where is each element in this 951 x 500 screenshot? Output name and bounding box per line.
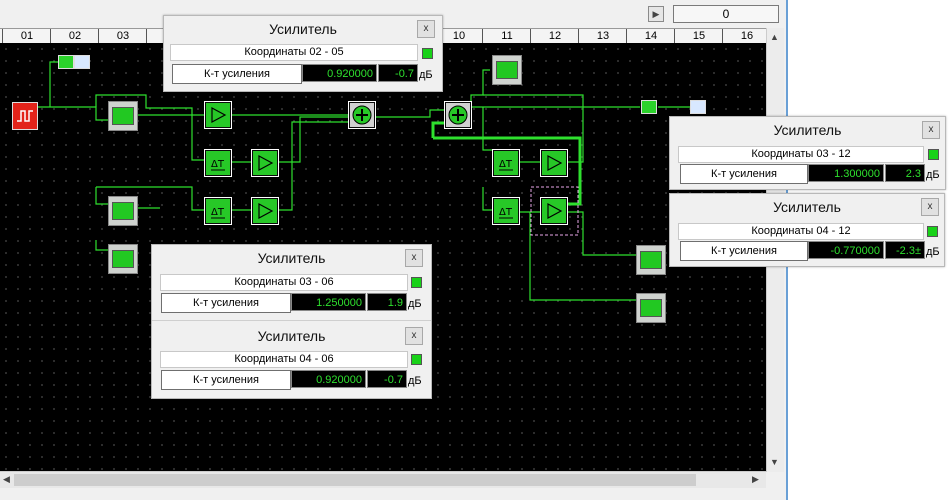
ruler-col: 12 (530, 29, 579, 43)
close-button[interactable]: x (405, 327, 423, 345)
delay-icon[interactable]: ΔT (492, 197, 520, 225)
oscilloscope-icon[interactable] (108, 244, 138, 274)
gain-label: К-т усиления (680, 241, 808, 261)
db-value: 1.9 (367, 293, 407, 311)
amplifier-dialog: Усилитель x Координаты 02 - 05 К-т усиле… (163, 15, 443, 92)
ruler-col: 01 (2, 29, 51, 43)
dialog-title: Усилитель (257, 328, 326, 344)
close-button[interactable]: x (405, 249, 423, 267)
db-value: 2.3 (885, 164, 925, 182)
gain-input[interactable]: -0.770000 (808, 241, 884, 259)
db-unit: дБ (926, 246, 940, 258)
svg-text:ΔT: ΔT (499, 159, 513, 170)
step-counter[interactable]: 0 (673, 5, 779, 23)
amplifier-dialog-group: Усилитель x Координаты 03 - 06 К-т усиле… (151, 244, 432, 399)
dialog-title: Усилитель (257, 250, 326, 266)
close-button[interactable]: x (921, 198, 939, 216)
scroll-down-icon[interactable]: ▼ (770, 457, 779, 467)
close-button[interactable]: x (417, 20, 435, 38)
amplifier-block[interactable] (540, 197, 568, 225)
db-unit: дБ (408, 298, 422, 310)
db-value: -0.7 (367, 370, 407, 388)
status-led[interactable] (422, 48, 433, 59)
status-led[interactable] (927, 226, 938, 237)
ruler-col: 13 (578, 29, 627, 43)
amplifier-dialog: Усилитель x Координаты 04 - 12 К-т усиле… (669, 193, 945, 267)
signal-probe-icon[interactable] (641, 100, 657, 114)
plus-circle-icon[interactable] (348, 101, 376, 129)
amplifier-dialog: Усилитель x Координаты 03 - 12 К-т усиле… (669, 116, 946, 190)
oscilloscope-icon[interactable] (108, 101, 138, 131)
dialog-title: Усилитель (773, 199, 841, 215)
db-unit: дБ (419, 69, 433, 81)
spectrum-icon[interactable] (74, 55, 90, 69)
svg-text:ΔT: ΔT (499, 207, 513, 218)
delay-icon[interactable]: ΔT (492, 149, 520, 177)
amplifier-block[interactable] (204, 101, 232, 129)
delay-icon[interactable]: ΔT (204, 197, 232, 225)
coordinates-label: Координаты 03 - 12 (678, 146, 924, 163)
scroll-left-icon[interactable]: ◀ (3, 474, 10, 484)
amplifier-block[interactable] (540, 149, 568, 177)
delay-icon[interactable]: ΔT (204, 149, 232, 177)
amplifier-block[interactable] (251, 197, 279, 225)
ruler-col (146, 29, 195, 43)
ruler-col: 02 (50, 29, 99, 43)
coordinates-label: Координаты 02 - 05 (170, 44, 418, 61)
gain-label: К-т усиления (161, 370, 291, 390)
ruler-col: 03 (98, 29, 147, 43)
dialog-title: Усилитель (773, 122, 842, 138)
status-led[interactable] (411, 277, 422, 288)
ruler-col: 16 (722, 29, 771, 43)
svg-text:ΔT: ΔT (211, 159, 225, 170)
divider (152, 320, 431, 321)
coordinates-label: Координаты 04 - 12 (678, 223, 924, 240)
gain-input[interactable]: 0.920000 (291, 370, 366, 388)
db-unit: дБ (926, 169, 940, 181)
db-unit: дБ (408, 375, 422, 387)
gain-input[interactable]: 1.300000 (808, 164, 884, 182)
gain-input[interactable]: 0.920000 (302, 64, 377, 82)
horizontal-scrollbar[interactable]: ◀ ▶ (0, 471, 766, 489)
spectrum-icon[interactable] (690, 100, 706, 114)
plus-circle-icon[interactable] (444, 101, 472, 129)
pulse-generator-icon[interactable] (12, 102, 38, 130)
oscilloscope-icon[interactable] (492, 55, 522, 85)
svg-text:ΔT: ΔT (211, 207, 225, 218)
db-value: -2.3± (885, 241, 925, 259)
gain-label: К-т усиления (680, 164, 808, 184)
signal-probe-icon[interactable] (58, 55, 74, 69)
dialog-title: Усилитель (269, 21, 337, 37)
play-button[interactable]: ▶ (648, 6, 664, 22)
db-value: -0.7 (378, 64, 418, 82)
oscilloscope-icon[interactable] (636, 245, 666, 275)
coordinates-label: Координаты 04 - 06 (160, 351, 408, 368)
close-button[interactable]: x (922, 121, 940, 139)
oscilloscope-icon[interactable] (636, 293, 666, 323)
scroll-up-icon[interactable]: ▲ (770, 32, 779, 42)
status-led[interactable] (411, 354, 422, 365)
wires (37, 61, 690, 301)
status-strip (0, 488, 786, 500)
gain-label: К-т усиления (161, 293, 291, 313)
oscilloscope-icon[interactable] (108, 196, 138, 226)
scroll-thumb[interactable] (14, 474, 696, 486)
amplifier-block[interactable] (251, 149, 279, 177)
scroll-right-icon[interactable]: ▶ (752, 474, 759, 484)
gain-input[interactable]: 1.250000 (291, 293, 366, 311)
coordinates-label: Координаты 03 - 06 (160, 274, 408, 291)
ruler-col: 11 (482, 29, 531, 43)
gain-label: К-т усиления (172, 64, 302, 84)
status-led[interactable] (928, 149, 939, 160)
ruler-col: 14 (626, 29, 675, 43)
ruler-col: 15 (674, 29, 723, 43)
